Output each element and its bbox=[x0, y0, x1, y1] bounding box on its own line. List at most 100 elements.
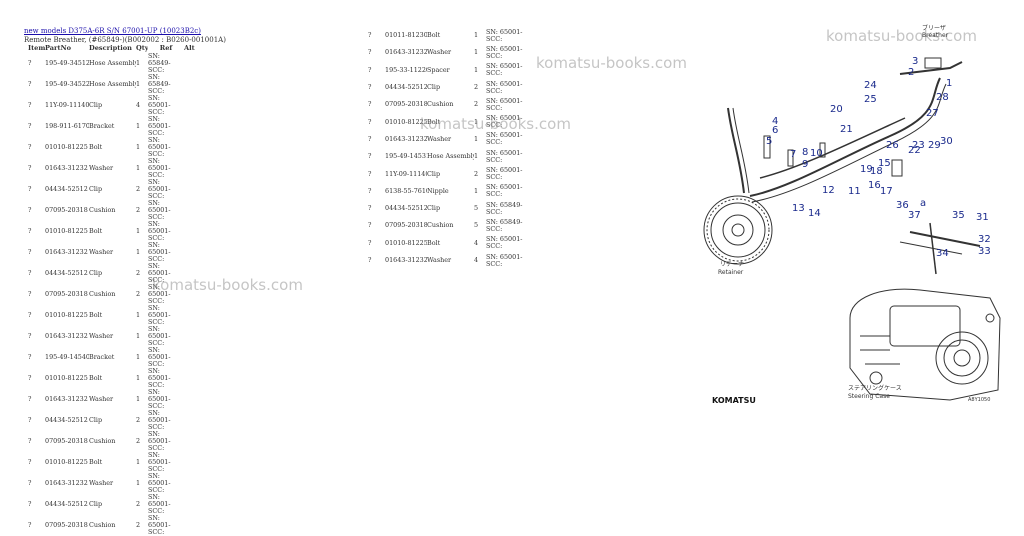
cell-description: Clip bbox=[89, 416, 103, 424]
cell-description: Washer bbox=[89, 332, 114, 340]
cell-item: ? bbox=[368, 186, 372, 195]
cell-description: Washer bbox=[427, 48, 452, 57]
cell-description: Bolt bbox=[427, 238, 441, 247]
cell-qty: 5 bbox=[474, 221, 479, 230]
cell-alt bbox=[184, 431, 196, 452]
cell-ref: SN: 65849-SCC: bbox=[148, 74, 171, 95]
cell-alt bbox=[184, 179, 196, 200]
cell-description: Cushion bbox=[89, 206, 116, 214]
callout-20: 20 bbox=[830, 104, 843, 115]
cell-part-no: 04434-52512 bbox=[45, 416, 88, 424]
cell-item: ? bbox=[368, 31, 372, 40]
cell-alt bbox=[184, 74, 196, 95]
cell-ref: SN: 65001-SCC: bbox=[148, 263, 171, 284]
cell-ref: SN: 65001-SCC: bbox=[148, 410, 171, 431]
cell-part-no: 07095-20318 bbox=[385, 221, 427, 230]
callout-29: 29 bbox=[928, 140, 941, 151]
cell-item: ? bbox=[368, 238, 372, 247]
cell-part-no: 11Y-09-11140 bbox=[385, 169, 427, 178]
callout-25: 25 bbox=[864, 94, 877, 105]
cell-item: ? bbox=[28, 521, 32, 529]
model-link[interactable]: new models D375A-6R S/N 67001-UP (10023B… bbox=[24, 27, 201, 35]
cell-item: ? bbox=[28, 101, 32, 109]
cell-ref: SN: 65001-SCC: bbox=[486, 114, 523, 130]
cell-description: Clip bbox=[427, 204, 441, 213]
cell-part-no: 195-49-14540 bbox=[45, 353, 89, 361]
cell-part-no: 01643-31232 bbox=[45, 332, 88, 340]
cell-part-no: 04434-52512 bbox=[385, 204, 427, 213]
cell-item: ? bbox=[28, 353, 32, 361]
callout-28: 28 bbox=[936, 92, 949, 103]
cell-ref: SN: 65001-SCC: bbox=[486, 252, 523, 268]
cell-alt bbox=[184, 326, 196, 347]
cell-ref: SN: 65001-SCC: bbox=[148, 116, 171, 137]
cell-item: ? bbox=[28, 437, 32, 445]
cell-ref: SN: 65001-SCC: bbox=[148, 368, 171, 389]
cell-part-no: 04434-52512 bbox=[385, 83, 427, 92]
cell-ref: SN: 65001-SCC: bbox=[486, 166, 523, 182]
cell-alt bbox=[184, 284, 196, 305]
cell-part-no: 01643-31232 bbox=[385, 48, 427, 57]
assembly-subtitle: Remote Breather, (#65849-)(B002002 : B02… bbox=[24, 36, 226, 44]
cell-item: ? bbox=[28, 185, 32, 193]
komatsu-logo: KOMATSU bbox=[712, 396, 756, 405]
cell-qty: 1 bbox=[136, 59, 141, 67]
cell-description: Washer bbox=[89, 164, 114, 172]
cell-part-no: 01643-31232 bbox=[385, 134, 427, 143]
cell-part-no: 01643-31232 bbox=[385, 256, 427, 264]
callout-24: 24 bbox=[864, 80, 877, 91]
cell-part-no: 01643-31232 bbox=[45, 248, 88, 256]
cell-item: ? bbox=[28, 80, 32, 88]
cell-part-no: 01010-81225 bbox=[45, 374, 88, 382]
cell-description: Bolt bbox=[427, 117, 441, 126]
cell-item: ? bbox=[368, 83, 372, 92]
cell-item: ? bbox=[368, 48, 372, 57]
cell-item: ? bbox=[368, 204, 372, 213]
cell-qty: 2 bbox=[136, 290, 141, 298]
cell-description: Cushion bbox=[89, 290, 116, 298]
callout-8: 8 bbox=[802, 147, 808, 158]
cell-part-no: 195-49-34512 bbox=[45, 59, 89, 67]
breather-label: Breather bbox=[922, 32, 949, 39]
cell-part-no: 04434-52512 bbox=[45, 500, 88, 508]
cell-ref: SN: 65001-SCC: bbox=[486, 96, 523, 112]
col-description: Description bbox=[89, 44, 132, 52]
cell-ref: SN: 65849-SCC: bbox=[486, 217, 523, 233]
cell-part-no: 07095-20318 bbox=[45, 437, 88, 445]
cell-qty: 1 bbox=[136, 353, 141, 361]
cell-description: Bolt bbox=[89, 311, 103, 319]
cell-qty: 1 bbox=[136, 332, 141, 340]
steering-case-label: Steering Case bbox=[848, 393, 890, 400]
cell-alt bbox=[184, 95, 196, 116]
steering-case-drawing bbox=[849, 288, 1001, 401]
cell-item: ? bbox=[28, 164, 32, 172]
cell-part-no: 07095-20318 bbox=[45, 521, 88, 529]
cell-qty: 2 bbox=[136, 437, 141, 445]
callout-a: a bbox=[920, 198, 926, 209]
cell-part-no: 01011-81230 bbox=[385, 31, 427, 40]
cell-item: ? bbox=[28, 206, 32, 214]
cell-qty: 1 bbox=[136, 80, 141, 88]
cell-qty: 1 bbox=[136, 458, 141, 466]
cell-qty: 2 bbox=[136, 521, 141, 529]
cell-ref: SN: 65001-SCC: bbox=[148, 326, 171, 347]
col-alt: Alt bbox=[184, 44, 195, 52]
cell-description: Bolt bbox=[427, 31, 441, 40]
cell-qty: 2 bbox=[136, 269, 141, 277]
cell-alt bbox=[184, 116, 196, 137]
cell-alt bbox=[184, 221, 196, 242]
cell-part-no: 11Y-09-11140 bbox=[45, 101, 89, 109]
